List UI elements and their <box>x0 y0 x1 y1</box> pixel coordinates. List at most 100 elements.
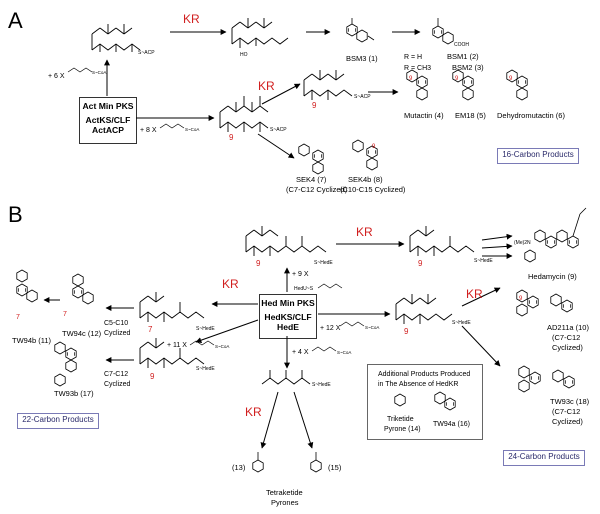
hed-ks-clf-label: HedKS/CLF <box>264 312 312 322</box>
panel-b-label: B <box>8 202 23 227</box>
hed-c7c12-hede-tag: S~HedE <box>196 366 215 372</box>
malonyl-coa-a-top <box>67 67 93 73</box>
triketide-sub: Pyrone (14) <box>384 426 421 433</box>
hed-c5c10-hede-tag: S~HedE <box>196 326 215 332</box>
position-9-b-top: 9 <box>256 259 261 268</box>
arrow-hedamycin-1 <box>481 233 513 241</box>
triketide-pyrone-structure <box>394 393 406 407</box>
sek4-structure <box>298 143 324 175</box>
act-reduced-oh: HO <box>240 52 248 58</box>
bsm1-label: BSM1 (2) <box>447 52 479 61</box>
kr-label-b-tetraketide: KR <box>245 405 262 419</box>
mal-11x: + 11 X <box>167 342 187 349</box>
c5c10-label: C5-C10 <box>104 320 128 327</box>
position-9-b-24c: 9 <box>404 327 409 336</box>
tetraketide-label: Tetraketide <box>266 488 303 497</box>
triketide-label: Triketide <box>387 416 414 423</box>
position-9-a-middle: 9 <box>312 101 317 110</box>
malonyl-coa-b-12-label: S~CoA <box>365 325 379 330</box>
act-min-pks-title: Act Min PKS <box>82 101 134 111</box>
arrow-to-tw93c <box>461 325 501 367</box>
kr-label-a-middle: KR <box>258 79 275 93</box>
hed-tetraketide-hede-tag: S~HedE <box>312 382 331 388</box>
position-9-ad211a: 9 <box>519 296 523 302</box>
hed-e-label: HedE <box>277 322 299 332</box>
position-9-dehydromutactin: 9 <box>509 76 513 82</box>
arrow-pks-left-b <box>195 319 259 344</box>
additional-line2: in The Absence of HedKR <box>378 381 458 388</box>
act-min-pks-box: Act Min PKS ActKS/CLF ActACP <box>79 97 137 144</box>
hedu-chain <box>317 283 343 289</box>
bsm2-label: BSM2 (3) <box>452 63 484 72</box>
bsm-r-ch3: R = CH3 <box>404 65 431 72</box>
position-9-em18: 9 <box>455 76 459 82</box>
act-bottom-ketide-chain <box>219 96 269 132</box>
mal-6x: + 6 X <box>48 73 65 80</box>
hedamycin-label: Hedamycin (9) <box>528 272 577 281</box>
hed-c7c12-chain <box>139 338 205 368</box>
act-reduced-chain <box>231 18 289 48</box>
malonyl-coa-a-bottom <box>159 123 185 129</box>
mutactin-structure <box>406 69 428 101</box>
tw93c-sub2: Cyclized) <box>552 417 583 426</box>
tw94a-structure <box>434 391 456 411</box>
kr-arrow-b-ad211a <box>461 287 501 307</box>
hed-24c-chain <box>395 294 453 324</box>
bsm-r-h: R = H <box>404 54 422 61</box>
tetraketide-sub: Pyrones <box>271 498 299 507</box>
hed-c5c10-chain <box>139 292 205 322</box>
tw94b-structure <box>16 269 38 303</box>
bsm3-structure <box>346 18 375 43</box>
kr-label-b-left: KR <box>222 277 239 291</box>
malonyl-coa-b-4 <box>311 346 337 352</box>
mal-8x: + 8 X <box>140 127 157 134</box>
pyrone-15-label: (15) <box>328 463 342 472</box>
tw93b-structure <box>54 341 77 387</box>
position-9-mutactin: 9 <box>409 76 413 82</box>
ad211a-sub2: Cyclized) <box>552 343 583 352</box>
sek4-label: SEK4 (7) <box>296 175 327 184</box>
malonyl-coa-b-12 <box>339 321 365 327</box>
tw94a-label: TW94a (16) <box>433 421 470 428</box>
tw93c-label: TW93c (18) <box>550 397 590 406</box>
bsm3-label: BSM3 (1) <box>346 54 378 63</box>
tw94c-label: TW94c (12) <box>62 329 102 338</box>
act-top-acp-tag: S~ACP <box>138 50 155 56</box>
bsm12-cooh: COOH <box>454 42 469 48</box>
sek4b-label: SEK4b (8) <box>348 175 383 184</box>
act-reduced-acp-tag: S~ACP <box>354 94 371 100</box>
dehydromutactin-structure <box>506 69 528 101</box>
panel-b: 9 S~HedE + 9 X HedU~S KR 9 S~HedE <box>12 207 590 507</box>
box-22-carbon-products: 22-Carbon Products <box>17 413 99 429</box>
ad211a-structure <box>516 289 573 317</box>
ad211a-label: AD211a (10) <box>547 323 589 332</box>
position-9-a-bottom: 9 <box>229 133 234 142</box>
mal-9x: + 9 X <box>292 271 309 278</box>
c7c12-label: C7-C12 <box>104 371 128 378</box>
kr-arrow-a-middle <box>261 83 301 105</box>
position-7-tw94c: 7 <box>63 311 67 318</box>
c5c10-sub: Cyclized <box>104 330 131 337</box>
pyrone-15-structure <box>310 452 322 473</box>
additional-products-box <box>367 364 483 440</box>
kr-label-b-top: KR <box>356 225 373 239</box>
position-9-b-22c: 9 <box>150 372 155 381</box>
box-16-carbon-products: 16-Carbon Products <box>497 148 579 164</box>
kr-label-a-top: KR <box>183 12 200 26</box>
act-bottom-acp-tag: S~ACP <box>270 127 287 133</box>
pyrone-13-label: (13) <box>232 463 246 472</box>
hed-24c-hede-tag: S~HedE <box>452 320 471 326</box>
tw93c-sub1: (C7-C12 <box>552 407 580 416</box>
sek4b-sub: (C10-C15 Cyclized) <box>340 185 406 194</box>
hed-top-hede-tag: S~HedE <box>314 260 333 266</box>
pyrone-13-structure <box>252 452 264 473</box>
tw93c-structure <box>518 365 575 393</box>
kr-arrow-b-tetraketide <box>260 391 279 449</box>
kr-label-b-ad211a: KR <box>466 287 483 301</box>
hed-top-ketide-chain <box>245 226 327 256</box>
hed-reduced-hede-tag: S~HedE <box>474 258 493 264</box>
tw94c-structure <box>72 273 94 305</box>
hedu-label: HedU~S <box>294 286 314 292</box>
bsm12-structure <box>432 18 454 45</box>
